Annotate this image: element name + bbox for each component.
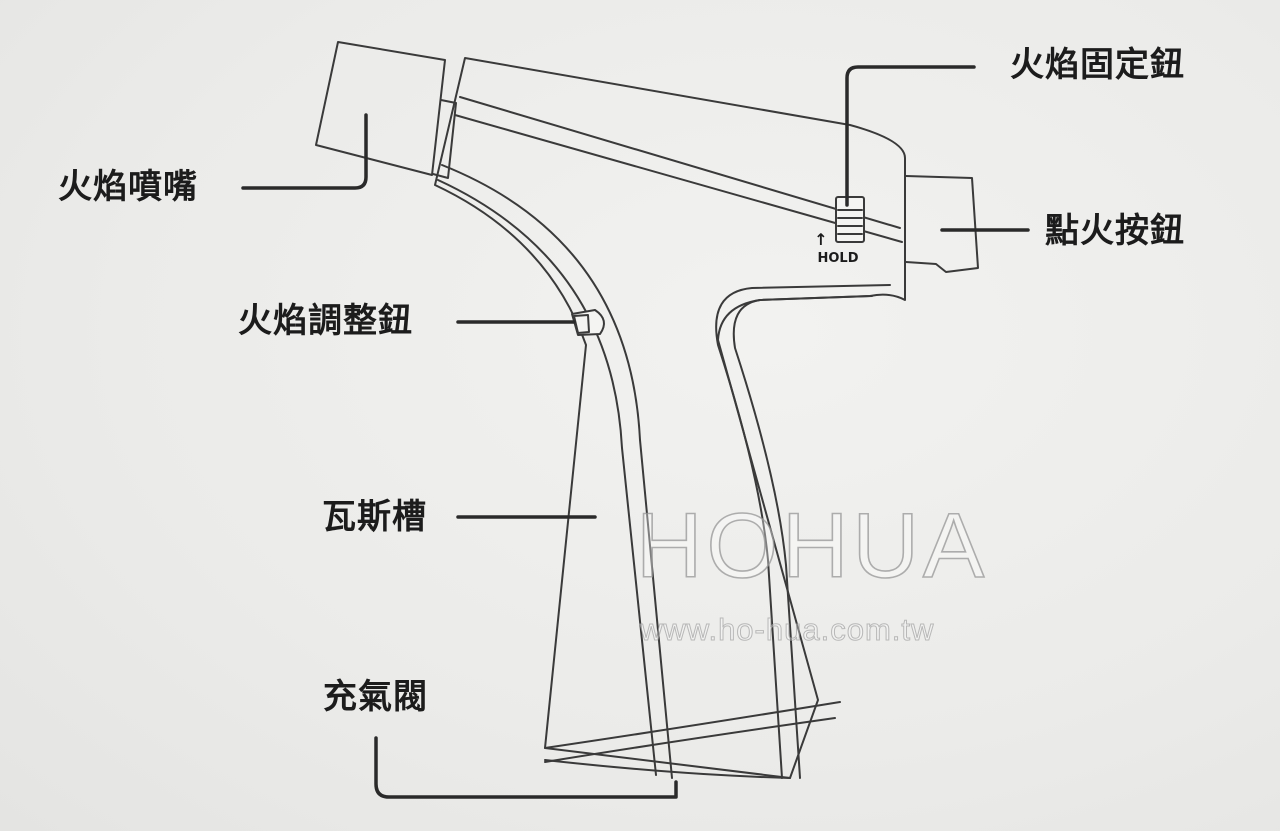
label-gas-tank: 瓦斯槽 xyxy=(322,497,427,537)
front-contour-inner xyxy=(437,179,657,776)
nozzle-cap xyxy=(315,41,446,176)
leader-line-refill-valve xyxy=(374,736,678,799)
bottom-base xyxy=(544,759,791,779)
hold-arrow: ↑ xyxy=(814,230,827,249)
hold-text: HOLD xyxy=(817,251,858,266)
torch-body-outline xyxy=(434,57,906,779)
top-accent-band-lower xyxy=(454,114,903,243)
watermark-url: www.ho-hua.com.tw xyxy=(639,612,935,647)
ignition-button-shape xyxy=(905,175,979,273)
label-ignition-button: 點火按鈕 xyxy=(1045,211,1185,251)
leader-line-nozzle xyxy=(241,113,368,190)
top-accent-band-upper xyxy=(459,96,901,229)
label-flame-lock: 火焰固定鈕 xyxy=(1010,45,1185,85)
nozzle-connector xyxy=(432,99,457,179)
grip-contour-outer xyxy=(715,284,891,779)
flame-adjust-dial-knob xyxy=(573,314,590,334)
bottom-band-lower xyxy=(544,717,836,763)
front-contour-outer xyxy=(441,164,673,779)
leader-line-flame-lock xyxy=(845,65,976,207)
flame-lock-grooves xyxy=(837,209,863,235)
flame-lock-slider xyxy=(835,196,865,243)
grip-contour-inner xyxy=(732,295,873,779)
label-refill-valve: 充氣閥 xyxy=(323,677,428,717)
watermark-brand: HOHUA xyxy=(635,495,989,597)
label-flame-adjust: 火焰調整鈕 xyxy=(238,301,413,341)
bottom-band-upper xyxy=(544,701,841,749)
label-nozzle: 火焰噴嘴 xyxy=(58,167,198,207)
